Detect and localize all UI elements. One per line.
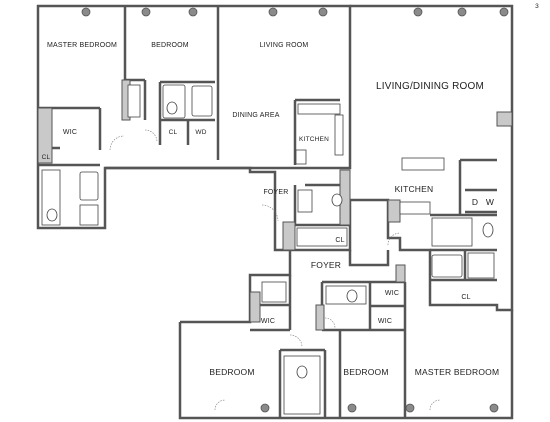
columns	[81, 7, 509, 413]
vanity	[127, 84, 141, 118]
toilet	[46, 208, 58, 222]
toilet	[482, 222, 494, 238]
fixtures	[41, 84, 495, 415]
column-marker	[405, 403, 415, 413]
room-label-foyer-left: FOYER	[263, 189, 288, 196]
room-label-cl-top: CL	[169, 129, 178, 136]
room-label-master-bedroom-right: MASTER BEDROOM	[415, 367, 500, 377]
toilet	[166, 101, 178, 115]
room-label-cl-foyer: CL	[335, 237, 344, 244]
room-label-bedroom-bottom-mid: BEDROOM	[343, 367, 388, 377]
room-label-living-dining-room: LIVING/DINING ROOM	[376, 81, 484, 92]
bathtub	[431, 254, 463, 278]
kitchen-counter	[399, 201, 431, 215]
room-label-wic-bottom-mid-lower: WIC	[378, 318, 392, 325]
room-label-cl-right: CL	[461, 294, 470, 301]
column-marker	[318, 7, 328, 17]
fridge	[295, 149, 307, 165]
toilet	[331, 193, 343, 207]
bathtub	[79, 171, 99, 201]
room-label-living-room: LIVING ROOM	[260, 42, 309, 49]
bathtub	[283, 355, 321, 415]
room-label-wic-bottom-left: WIC	[261, 318, 275, 325]
room-label-wic-bottom-mid-upper: WIC	[385, 290, 399, 297]
shower	[79, 204, 99, 226]
vanity	[431, 217, 473, 247]
column-marker	[81, 7, 91, 17]
room-label-master-bedroom-left: MASTER BEDROOM	[47, 42, 117, 49]
closet	[296, 227, 348, 247]
column-marker	[457, 7, 467, 17]
column-marker	[260, 403, 270, 413]
room-label-bedroom-bottom-left: BEDROOM	[209, 367, 254, 377]
room-label-foyer-right: FOYER	[311, 260, 341, 270]
toilet	[296, 365, 308, 379]
vanity	[325, 285, 367, 305]
room-label-kitchen-left: KITCHEN	[299, 136, 329, 143]
exterior-walls	[36, 4, 514, 420]
room-labels: MASTER BEDROOM BEDROOM LIVING ROOM LIVIN…	[42, 3, 539, 377]
shower	[467, 252, 495, 279]
column-marker	[188, 7, 198, 17]
column-marker	[413, 7, 423, 17]
shower	[191, 85, 213, 117]
kitchen-island	[401, 157, 445, 171]
room-label-bedroom-top: BEDROOM	[151, 42, 189, 49]
vanity	[297, 189, 313, 213]
column-marker	[141, 7, 151, 17]
interior-walls-right	[430, 158, 497, 282]
column-marker	[347, 403, 357, 413]
kitchen-counter	[297, 103, 341, 115]
room-label-wd-top: WD	[195, 129, 206, 136]
vanity	[261, 281, 287, 303]
room-label-dining-area: DINING AREA	[232, 112, 279, 119]
room-label-kitchen-right: KITCHEN	[395, 184, 434, 194]
room-label-dryer: D	[472, 197, 478, 207]
column-marker	[268, 7, 278, 17]
column-marker	[499, 7, 509, 17]
room-label-washer: W	[486, 197, 494, 207]
column-marker	[489, 403, 499, 413]
room-label-wic-top: WIC	[63, 129, 77, 136]
corner-mark: 3	[535, 3, 539, 10]
room-label-cl-left: CL	[42, 154, 51, 161]
door-swings	[109, 129, 441, 411]
kitchen-counter	[334, 114, 344, 156]
toilet	[346, 289, 358, 303]
